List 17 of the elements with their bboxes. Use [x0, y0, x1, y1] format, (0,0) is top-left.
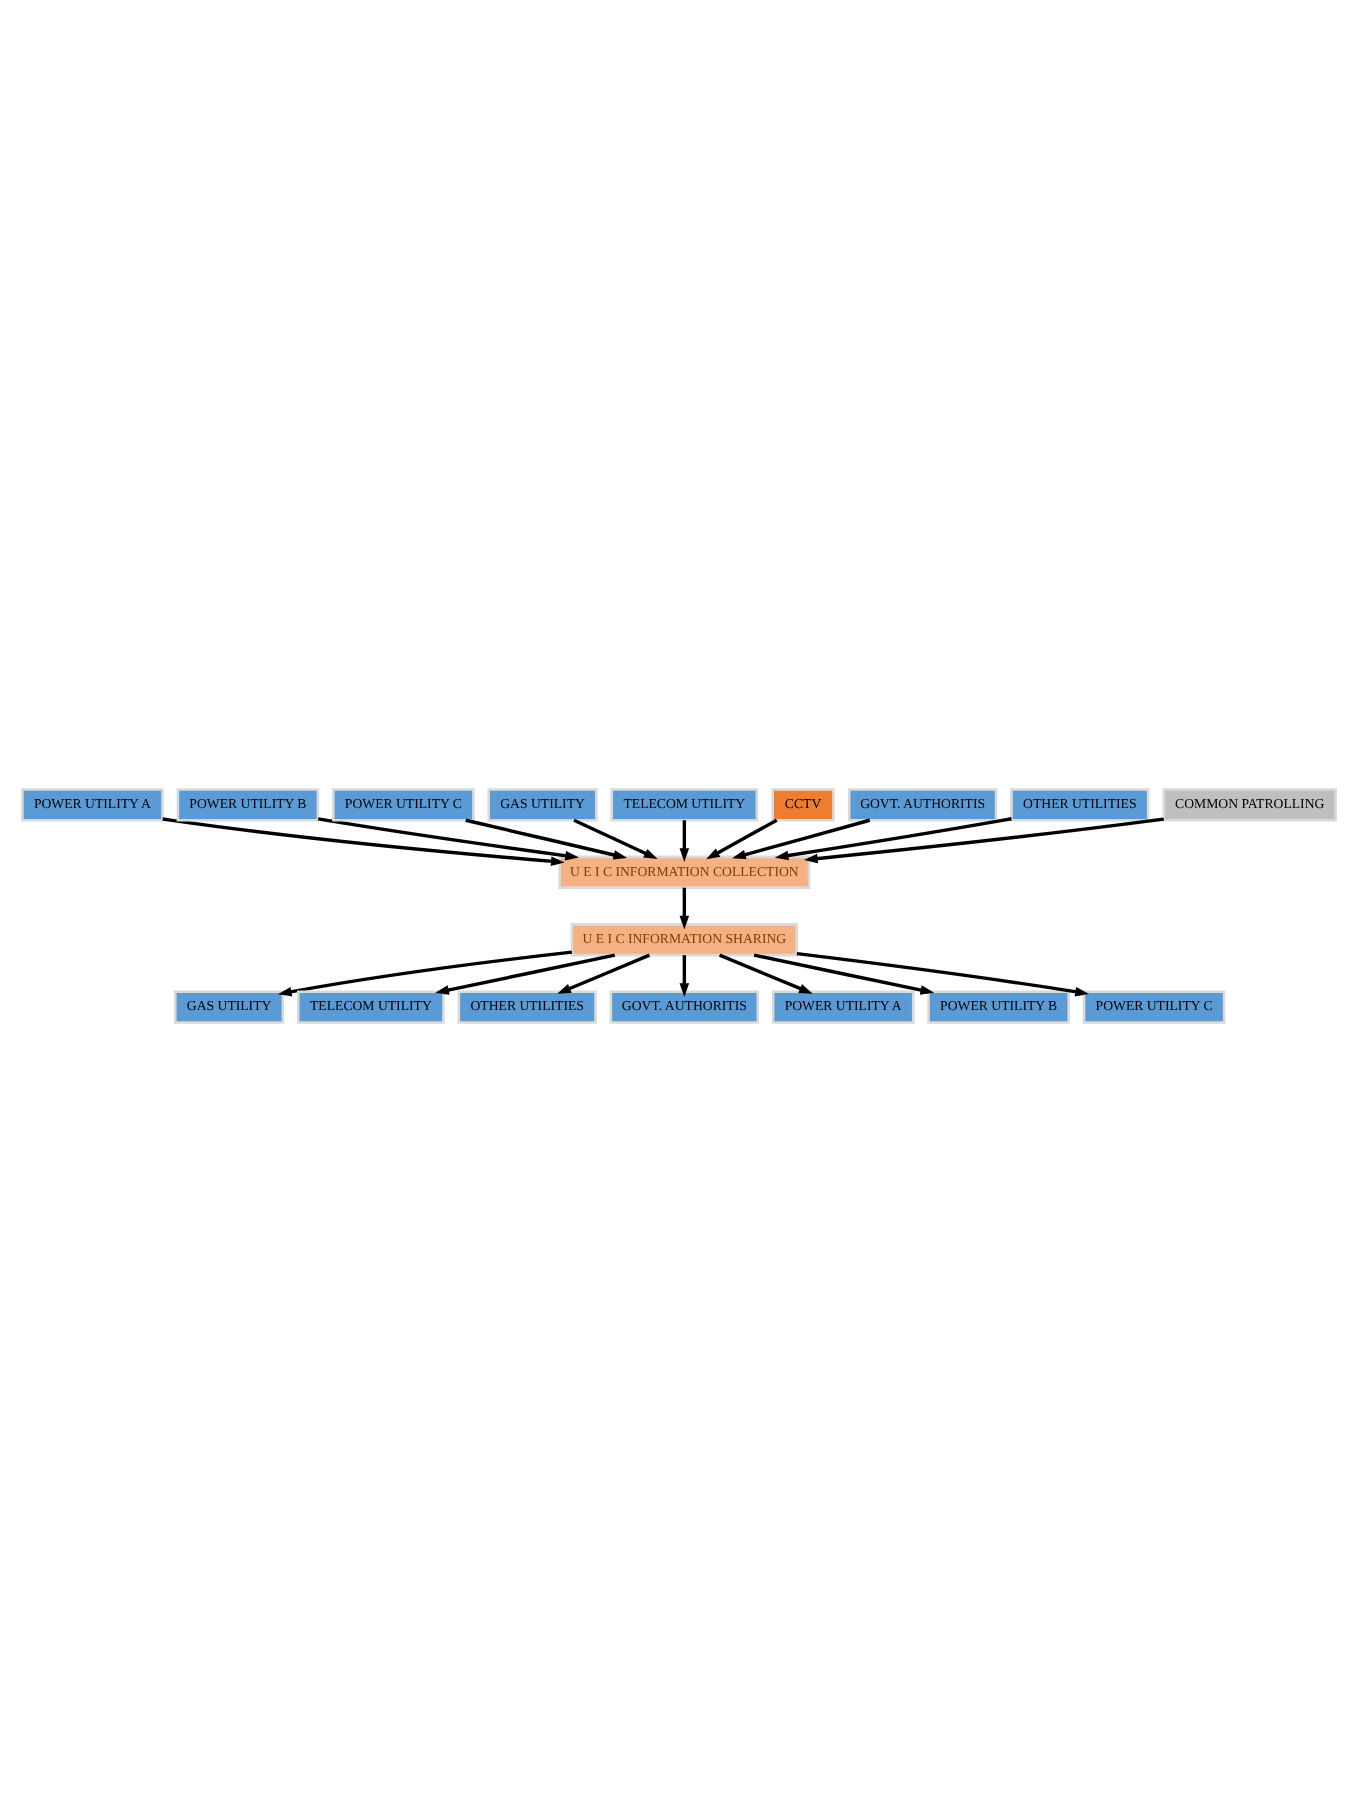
arrow	[557, 953, 651, 994]
arrow	[774, 817, 1012, 861]
arrow	[573, 818, 658, 860]
arrow	[162, 817, 565, 867]
arrow	[679, 955, 690, 997]
arrow	[803, 817, 1164, 864]
arrow	[679, 887, 690, 930]
arrow	[679, 820, 690, 863]
arrow	[796, 951, 1089, 997]
arrow	[753, 953, 935, 995]
arrow	[435, 953, 616, 995]
arrow	[706, 818, 778, 860]
arrow	[277, 950, 573, 997]
arrow	[317, 817, 579, 861]
arrow	[732, 818, 871, 860]
arrow	[718, 953, 813, 994]
arrow	[465, 818, 628, 860]
